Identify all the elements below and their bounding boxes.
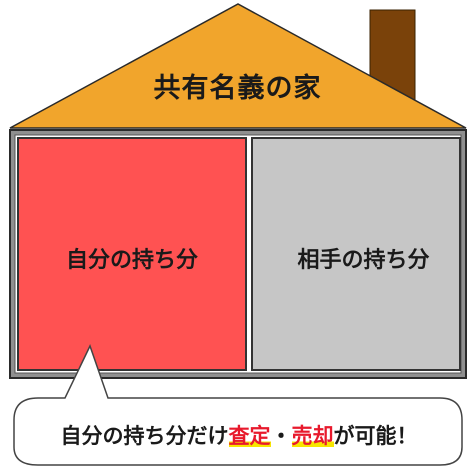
callout-text-before: 自分の持ち分だけ xyxy=(60,424,229,448)
own-share-room xyxy=(17,137,247,371)
own-share-label: 自分の持ち分 xyxy=(65,248,198,273)
roof xyxy=(9,3,467,129)
callout-highlight-appraisal: 査定 xyxy=(228,424,271,448)
callout-text: 自分の持ち分だけ査定・売却が可能！ xyxy=(14,420,464,450)
callout-highlight-sale: 売却 xyxy=(291,424,334,448)
roof-title: 共有名義の家 xyxy=(153,73,322,104)
callout-text-after: が可能！ xyxy=(333,424,418,448)
callout-bubble xyxy=(13,344,463,466)
callout-separator: ・ xyxy=(270,424,292,448)
other-share-label: 相手の持ち分 xyxy=(297,248,430,273)
other-share-room xyxy=(251,137,461,371)
